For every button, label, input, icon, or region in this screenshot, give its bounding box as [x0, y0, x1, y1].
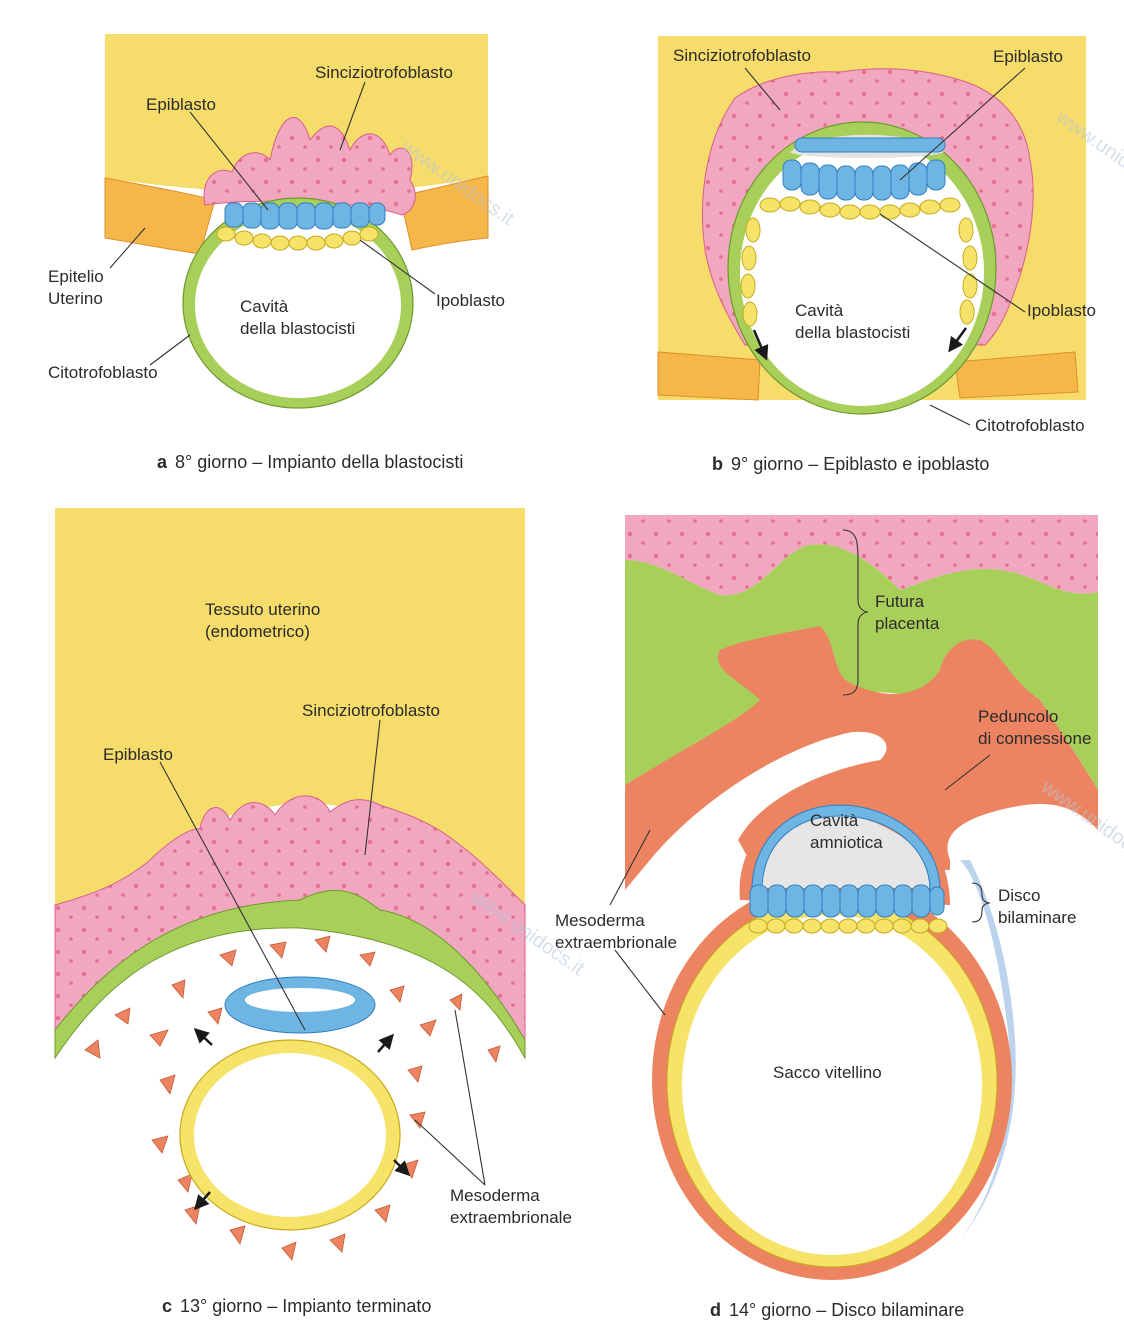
label-mesoderma-c: Mesoderma: [450, 1186, 540, 1205]
label-epiblasto-a: Epiblasto: [146, 95, 216, 114]
epiblast-cells-a: [225, 203, 385, 229]
panel-d: Futura placenta Peduncolo di connessione…: [555, 515, 1098, 1320]
hypoblast-cells-d: [749, 919, 947, 933]
amniotic-lumen-c: [245, 988, 355, 1012]
label-cavita-b: Cavità: [795, 301, 844, 320]
yolk-sac-cavity-c: [194, 1053, 386, 1217]
label-endometrico-c: (endometrico): [205, 622, 310, 641]
label-cavita-d: Cavità: [810, 811, 859, 830]
label-uterino-a: Uterino: [48, 289, 103, 308]
label-ipoblasto-b: Ipoblasto: [1027, 301, 1096, 320]
label-tessuto-c: Tessuto uterino: [205, 600, 320, 619]
label-cavita2-a: della blastocisti: [240, 319, 355, 338]
epiblast-cells-b: [783, 138, 945, 200]
label-citotrofoblasto-b: Citotrofoblasto: [975, 416, 1085, 435]
label-cavita-a: Cavità: [240, 297, 289, 316]
label-bilaminare-d: bilaminare: [998, 908, 1076, 927]
label-epiblasto-b: Epiblasto: [993, 47, 1063, 66]
label-placenta-d: placenta: [875, 614, 940, 633]
label-mesoderma-d: Mesoderma: [555, 911, 645, 930]
arrow-2-c: [378, 1036, 392, 1052]
label-cavita2-b: della blastocisti: [795, 323, 910, 342]
label-extraembrionale-d: extraembrionale: [555, 933, 677, 952]
label-connessione-d: di connessione: [978, 729, 1091, 748]
panel-a: Sinciziotrofoblasto Epiblasto Epitelio U…: [48, 34, 505, 472]
yolk-sac-cavity-d: [682, 915, 982, 1255]
label-citotrofoblasto-a: Citotrofoblasto: [48, 363, 158, 382]
uterine-epithelium-left-a: [105, 178, 215, 254]
label-ipoblasto-a: Ipoblasto: [436, 291, 505, 310]
label-sinciziotrofoblasto-c: Sinciziotrofoblasto: [302, 701, 440, 720]
label-epitelio-a: Epitelio: [48, 267, 104, 286]
label-peduncolo-d: Peduncolo: [978, 707, 1058, 726]
label-extraembrionale-c: extraembrionale: [450, 1208, 572, 1227]
label-sacco-d: Sacco vitellino: [773, 1063, 882, 1082]
epiblast-cells-d: [750, 885, 944, 917]
label-sinciziotrofoblasto-a: Sinciziotrofoblasto: [315, 63, 453, 82]
label-amniotica-d: amniotica: [810, 833, 883, 852]
label-futura-d: Futura: [875, 592, 925, 611]
label-disco-d: Disco: [998, 886, 1041, 905]
label-sinciziotrofoblasto-b: Sinciziotrofoblasto: [673, 46, 811, 65]
label-epiblasto-c: Epiblasto: [103, 745, 173, 764]
panel-b: Sinciziotrofoblasto Epiblasto Cavità del…: [658, 36, 1096, 474]
arrow-1-c: [196, 1030, 212, 1045]
uterine-epithelium-left-b: [658, 352, 760, 400]
arrow-4-c: [196, 1192, 210, 1208]
